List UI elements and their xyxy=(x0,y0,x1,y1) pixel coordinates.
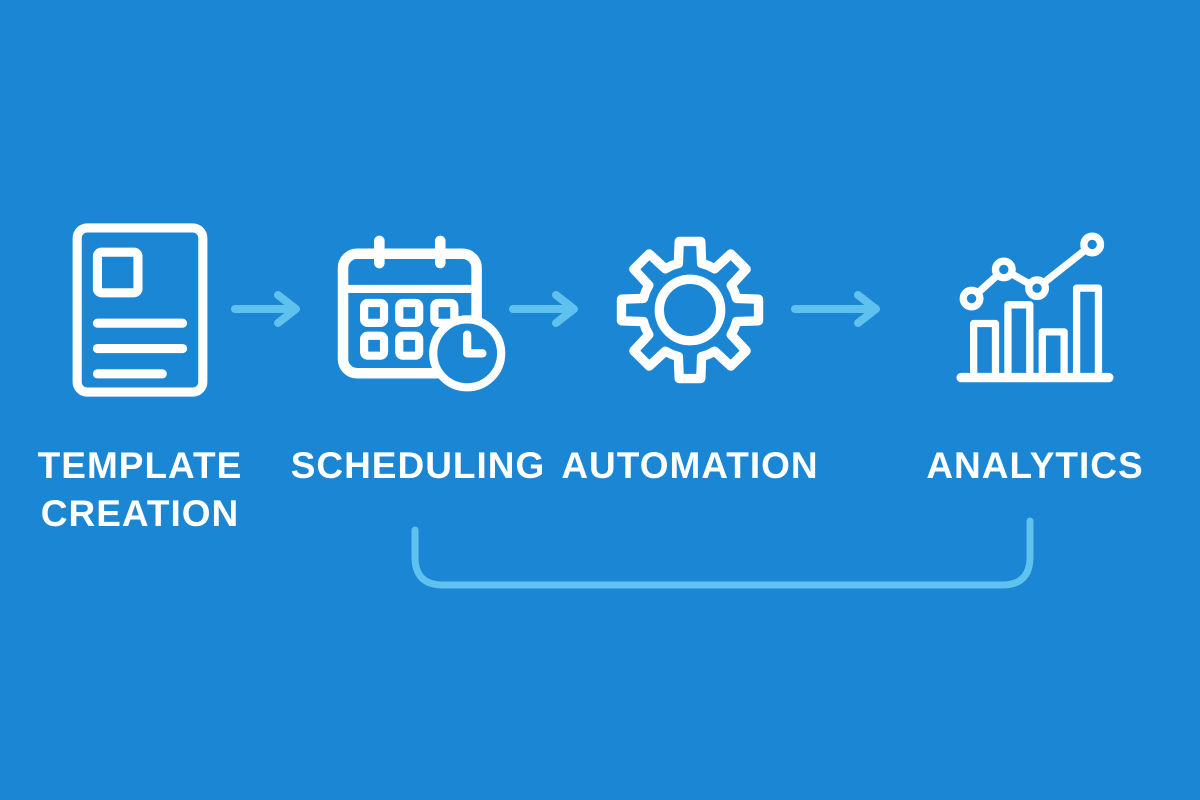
label-line: ANALYTICS xyxy=(926,445,1144,486)
step-label-automation: AUTOMATION xyxy=(561,442,818,490)
step-scheduling: SCHEDULING xyxy=(258,212,578,490)
step-analytics: ANALYTICS xyxy=(875,212,1195,490)
gear-icon xyxy=(610,212,770,408)
arrow-icon xyxy=(230,288,308,330)
arrow-icon xyxy=(508,288,586,330)
bar-chart-icon xyxy=(956,212,1114,408)
arrow-icon xyxy=(790,288,888,330)
label-line: CREATION xyxy=(40,493,240,534)
step-label-analytics: ANALYTICS xyxy=(926,442,1143,490)
label-line: SCHEDULING xyxy=(290,445,546,486)
document-icon xyxy=(64,212,216,408)
step-automation: AUTOMATION xyxy=(530,212,850,490)
label-line: AUTOMATION xyxy=(561,445,819,486)
step-template-creation: TEMPLATE CREATION xyxy=(0,212,300,538)
bracket-connector xyxy=(400,515,1060,605)
calendar-clock-icon xyxy=(330,212,506,408)
step-label-template-creation: TEMPLATE CREATION xyxy=(38,442,243,538)
step-label-scheduling: SCHEDULING xyxy=(291,442,546,490)
label-line: TEMPLATE xyxy=(37,445,243,486)
